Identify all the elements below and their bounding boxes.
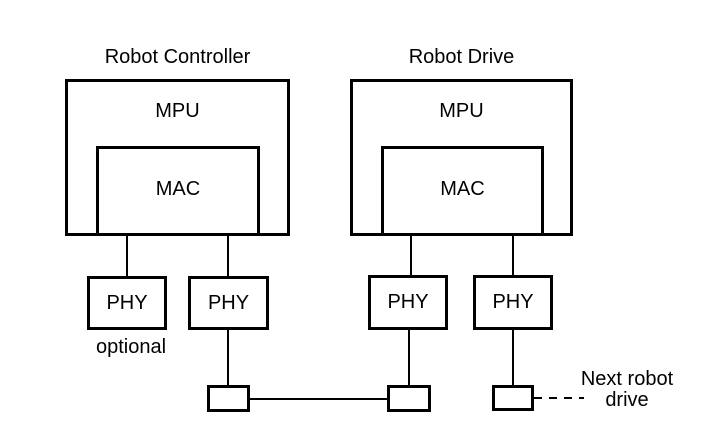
- robot-controller-mpu-label: MPU: [155, 100, 200, 122]
- controller-phy-to-port-line: [227, 330, 229, 385]
- controller-phy-box: PHY: [188, 276, 269, 330]
- robot-drive-mac-box: [381, 146, 544, 236]
- robot-controller-title: Robot Controller: [104, 46, 251, 68]
- drive-phy-right-label: PHY: [492, 291, 534, 313]
- drive-port-in-box: [387, 385, 431, 412]
- controller-mac-to-phy2-line: [227, 236, 229, 276]
- optional-label: optional: [95, 336, 167, 358]
- drive-mac-to-phy1-line: [410, 236, 412, 276]
- drive-phy-left-box: PHY: [368, 275, 448, 330]
- drive-mac-to-phy2-line: [512, 236, 514, 276]
- drive-port-out-box: [492, 385, 534, 411]
- controller-port-box: [207, 385, 250, 412]
- robot-controller-mac-label: MAC: [155, 178, 201, 200]
- drive-phy-left-label: PHY: [387, 291, 429, 313]
- controller-mac-to-phy1-line: [126, 236, 128, 276]
- controller-phy-optional-box: PHY: [87, 276, 167, 330]
- next-robot-drive-label: Next robot drive: [580, 368, 674, 411]
- robot-drive-mpu-label: MPU: [439, 100, 484, 122]
- robot-controller-mac-box: [96, 146, 260, 236]
- next-drive-dashed-line: [534, 397, 584, 399]
- controller-phy-optional-label: PHY: [106, 291, 148, 314]
- drive-phy-right-to-port-line: [512, 330, 514, 385]
- robot-drive-title: Robot Drive: [408, 46, 515, 68]
- drive-phy-left-to-port-line: [408, 330, 410, 385]
- drive-phy-right-box: PHY: [473, 275, 553, 330]
- controller-phy-label: PHY: [207, 291, 250, 314]
- robot-drive-mac-label: MAC: [440, 178, 485, 200]
- controller-to-drive-cable-line: [250, 398, 387, 400]
